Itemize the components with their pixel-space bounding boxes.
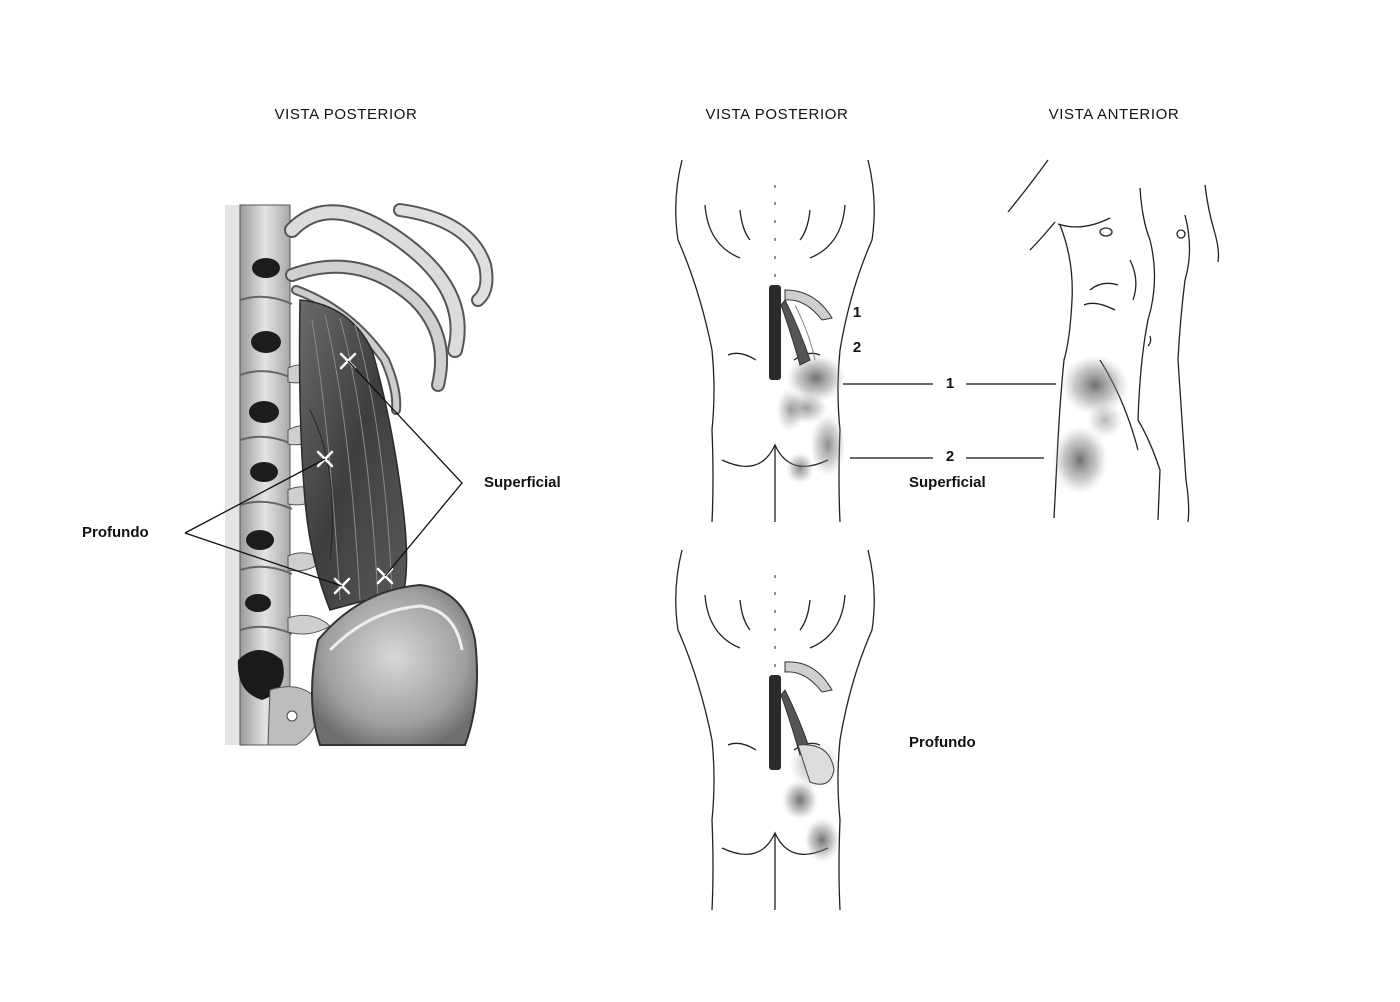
leader-lines-right — [843, 383, 1056, 459]
pain-zones-anterior — [1052, 355, 1129, 494]
line-number-2: 2 — [945, 448, 955, 465]
body-anterior — [1007, 159, 1220, 523]
quadratus-lumborum-muscle — [298, 299, 408, 611]
title-middle-posterior-view: VISTA POSTERIOR — [705, 106, 849, 123]
label-profundo-right: Profundo — [909, 734, 976, 751]
label-profundo-left: Profundo — [82, 524, 149, 541]
pain-zones-superficial — [776, 354, 846, 484]
title-anterior-view: VISTA ANTERIOR — [1048, 106, 1180, 123]
label-superficial-left: Superficial — [484, 474, 561, 491]
body-posterior-deep — [675, 549, 875, 911]
title-left-posterior-view: VISTA POSTERIOR — [274, 106, 418, 123]
leader-lines-left — [184, 360, 463, 587]
pelvis — [310, 583, 479, 746]
skeleton-posterior-view — [184, 203, 494, 746]
label-superficial-right: Superficial — [909, 474, 986, 491]
vertebral-column — [237, 204, 331, 746]
marker-number-2: 2 — [852, 339, 862, 356]
line-number-1: 1 — [945, 375, 955, 392]
mini-spine-superficial — [769, 285, 833, 380]
marker-number-1: 1 — [852, 304, 862, 321]
ribs — [284, 203, 494, 415]
mini-spine-deep — [769, 661, 835, 785]
